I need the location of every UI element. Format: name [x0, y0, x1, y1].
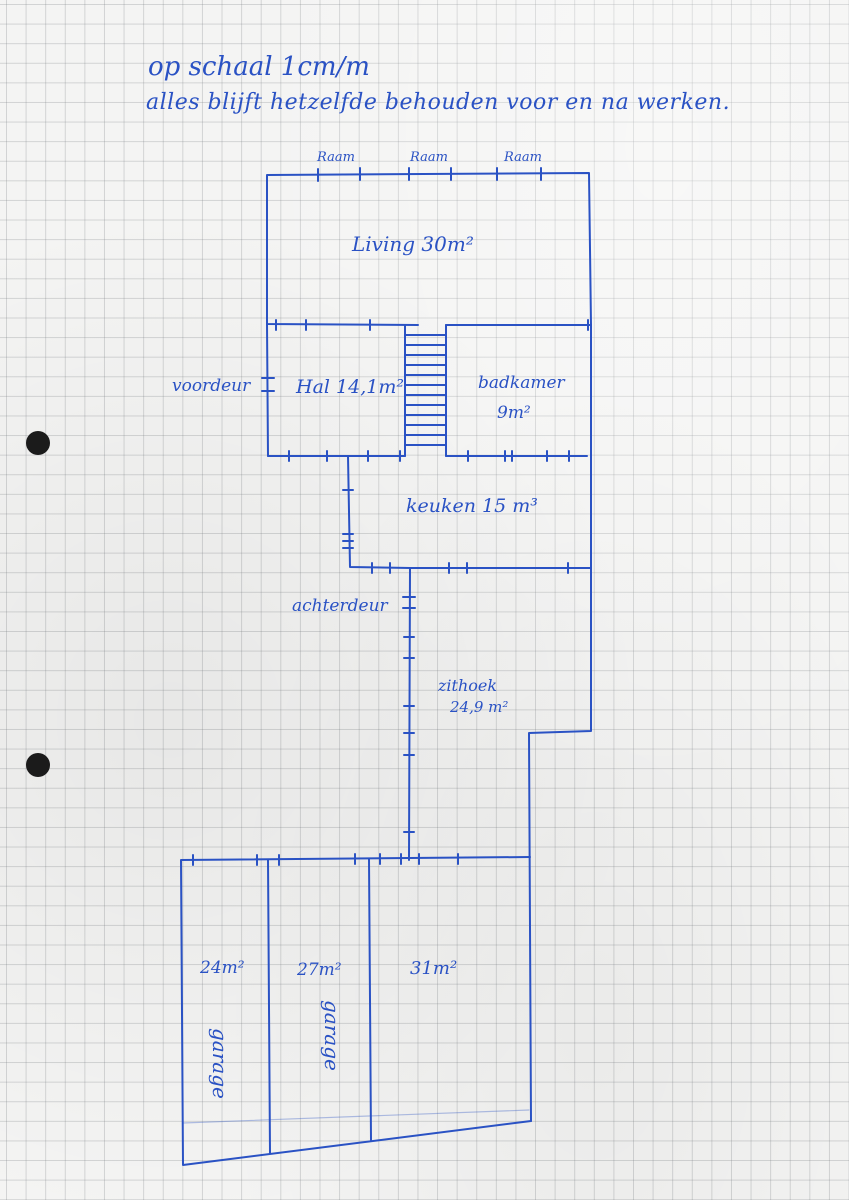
hal-bottom-ticks: [288, 450, 401, 462]
scale-note: op schaal 1cm/m: [148, 52, 370, 82]
garage-1-area: 24m²: [200, 958, 245, 978]
back-door-marks: [402, 596, 416, 833]
living-wall-ticks: [275, 319, 589, 331]
badkamer-label: badkamer: [478, 373, 565, 393]
garage-1-label: garage: [208, 1028, 232, 1099]
keuken-bottom-ticks: [371, 562, 569, 574]
window-marks: [317, 167, 542, 182]
staircase: [404, 324, 447, 457]
badkamer-area: 9m²: [497, 403, 531, 423]
punch-hole-top: [26, 431, 50, 455]
keuken-left-ticks: [342, 489, 354, 549]
back-door-label: achterdeur: [292, 596, 388, 616]
right-outer-wall: [528, 324, 592, 1122]
keuken-left-wall: [347, 455, 411, 569]
front-door-marks: [261, 377, 275, 392]
zithoek-area: 24,9 m²: [450, 698, 509, 716]
window-label-1: Raam: [317, 150, 355, 165]
window-label-2: Raam: [410, 150, 448, 165]
window-label-3: Raam: [504, 150, 542, 165]
unchanged-note: alles blijft hetzelfde behouden voor en …: [146, 90, 731, 115]
garage-divider-1: [267, 859, 271, 1154]
hal-label: Hal 14,1m²: [296, 376, 404, 398]
garage-2-label: garage: [320, 1000, 344, 1071]
badkamer-bottom-ticks: [467, 450, 570, 462]
garage-2-area: 27m²: [297, 960, 342, 980]
garage-3-area: 31m²: [410, 958, 458, 979]
punch-hole-bottom: [26, 753, 50, 777]
garage-block-outline: [180, 856, 532, 1166]
keuken-label: keuken 15 m³: [406, 495, 538, 517]
zithoek-label: zithoek: [438, 676, 498, 695]
front-door-label: voordeur: [172, 376, 251, 396]
living-label: Living 30m²: [352, 232, 474, 256]
corridor-wall: [408, 567, 411, 861]
garage-faint-line: [182, 1109, 530, 1124]
garage-divider-2: [368, 858, 372, 1141]
garage-top-ticks: [192, 853, 459, 866]
